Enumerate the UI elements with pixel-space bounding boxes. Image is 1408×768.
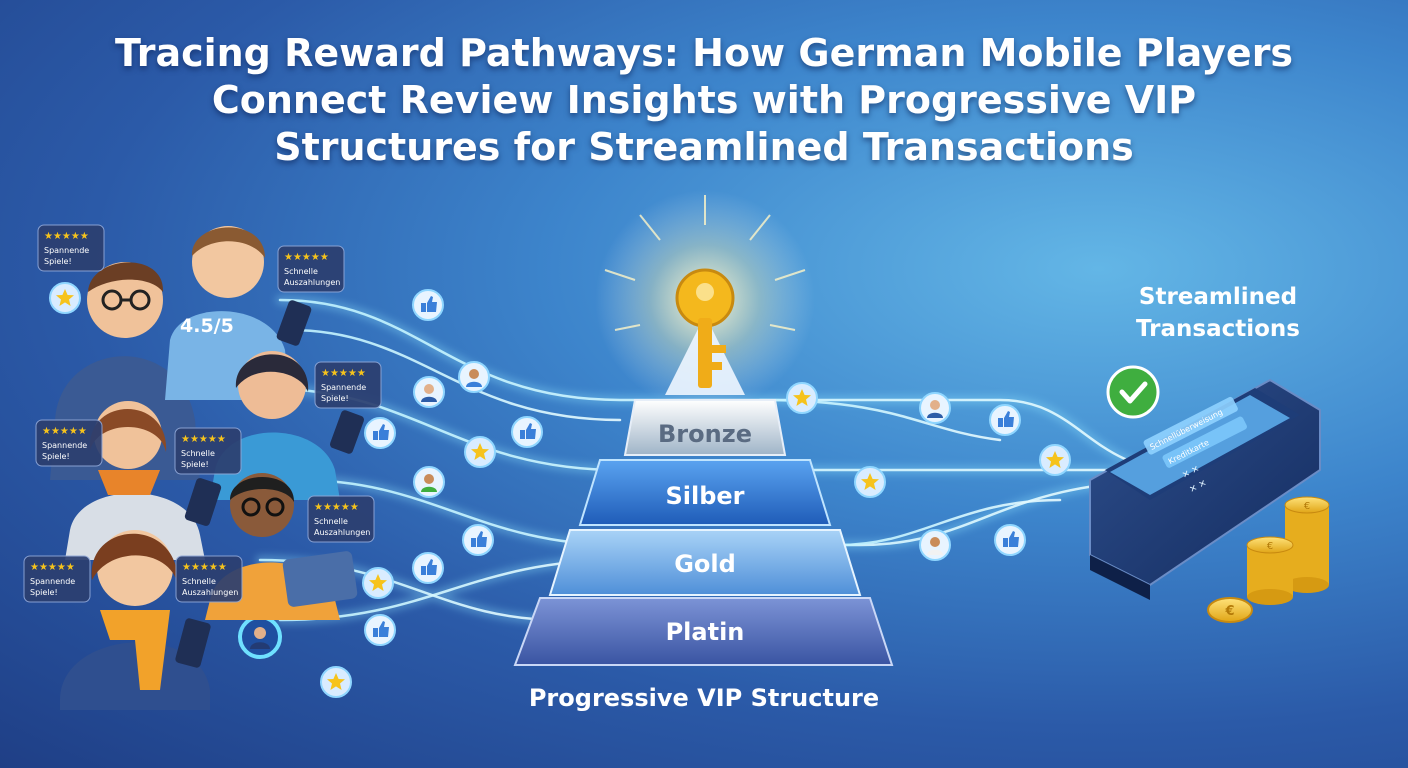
review-text: Schnelle [314, 517, 348, 526]
review-bubbles: ★★★★★ Spannende Spiele! ★★★★★ Schnelle A… [23, 224, 382, 603]
review-text: Auszahlungen [314, 528, 370, 537]
tier-label: Gold [674, 550, 736, 578]
review-stars: ★★★★★ [314, 502, 359, 513]
review-stars: ★★★★★ [42, 426, 87, 437]
star-icon [320, 666, 352, 698]
star-icon [1039, 444, 1071, 476]
review-text: Auszahlungen [284, 278, 340, 287]
coin-stack: € [1246, 536, 1294, 605]
review-text: Spannende [42, 441, 87, 450]
euro-symbol: € [1224, 604, 1234, 619]
avatar-icon [413, 466, 445, 498]
review-bubble: ★★★★★ Schnelle Auszahlungen [277, 245, 345, 293]
title-line-3: Structures for Streamlined Transactions [274, 125, 1134, 169]
thumbs-up-icon [364, 614, 396, 646]
review-bubble: ★★★★★ Spannende Spiele! [35, 419, 103, 467]
coin-stacks: € € € [1207, 496, 1330, 623]
avatar-icon [919, 529, 951, 561]
tier-label: Platin [666, 618, 745, 646]
review-text: Spiele! [42, 452, 70, 461]
payment-terminal: Schnellüberweisung Kreditkarte ✕ ✕ ✕ ✕ [1089, 378, 1321, 600]
players-group: 4.5/5 [50, 226, 364, 710]
path-badges [49, 282, 1071, 698]
tier-gold: Gold [548, 529, 862, 596]
coin: € [1207, 597, 1253, 623]
review-text: Spiele! [321, 394, 349, 403]
avatar-icon [458, 361, 490, 393]
tier-bronze: Bronze [623, 399, 787, 456]
star-icon [854, 466, 886, 498]
review-text: Spannende [44, 246, 89, 255]
vip-structure-label: Progressive VIP Structure [529, 684, 879, 712]
star-icon [362, 567, 394, 599]
golden-key [595, 190, 815, 410]
thumbs-up-icon [412, 289, 444, 321]
review-text: Schnelle [181, 449, 215, 458]
review-text: Spannende [321, 383, 366, 392]
review-text: Spiele! [44, 257, 72, 266]
avatar-icon [413, 376, 445, 408]
review-stars: ★★★★★ [44, 231, 89, 242]
avatar-icon [919, 392, 951, 424]
review-stars: ★★★★★ [284, 252, 329, 263]
tier-label: Silber [665, 482, 744, 510]
avatar-icon [238, 615, 282, 659]
thumbs-up-icon [462, 524, 494, 556]
player-figure [65, 401, 222, 560]
review-bubble: ★★★★★ Schnelle Auszahlungen [175, 555, 243, 603]
review-text: Spiele! [181, 460, 209, 469]
thumbs-up-icon [994, 524, 1026, 556]
transactions-label-line-1: Streamlined [1139, 284, 1297, 310]
title-line-1: Tracing Reward Pathways: How German Mobi… [114, 31, 1294, 75]
vip-pyramid: Bronze Silber Gold Platin [513, 399, 894, 666]
star-icon [464, 436, 496, 468]
thumbs-up-icon [989, 404, 1021, 436]
euro-symbol: € [1267, 541, 1273, 552]
page-title: Tracing Reward Pathways: How German Mobi… [0, 30, 1408, 171]
review-text: Spiele! [30, 588, 58, 597]
check-icon [1106, 365, 1160, 419]
transactions-label-line-2: Transactions [1136, 316, 1300, 342]
player-figure [210, 351, 364, 500]
review-bubble: ★★★★★ Schnelle Auszahlungen [307, 495, 375, 543]
review-stars: ★★★★★ [181, 434, 226, 445]
review-text: Schnelle [284, 267, 318, 276]
player-figure [60, 530, 211, 710]
tier-label: Bronze [658, 420, 752, 448]
thumbs-up-icon [412, 552, 444, 584]
review-text: Schnelle [182, 577, 216, 586]
tier-silber: Silber [578, 459, 832, 526]
thumbs-up-icon [511, 416, 543, 448]
review-text: Spannende [30, 577, 75, 586]
review-bubble: ★★★★★ Spannende Spiele! [23, 555, 91, 603]
review-bubble: ★★★★★ Spannende Spiele! [314, 361, 382, 409]
tier-platin: Platin [513, 597, 894, 666]
title-line-2: Connect Review Insights with Progressive… [211, 78, 1197, 122]
review-stars: ★★★★★ [30, 562, 75, 573]
euro-symbol: € [1304, 501, 1310, 512]
review-bubble: ★★★★★ Spannende Spiele! [37, 224, 105, 272]
star-icon [49, 282, 81, 314]
review-stars: ★★★★★ [321, 368, 366, 379]
star-icon [786, 382, 818, 414]
rating-text: 4.5/5 [180, 315, 234, 337]
player-figure [205, 473, 358, 620]
review-bubble: ★★★★★ Schnelle Spiele! [174, 427, 242, 475]
review-text: Auszahlungen [182, 588, 238, 597]
thumbs-up-icon [364, 417, 396, 449]
review-stars: ★★★★★ [182, 562, 227, 573]
